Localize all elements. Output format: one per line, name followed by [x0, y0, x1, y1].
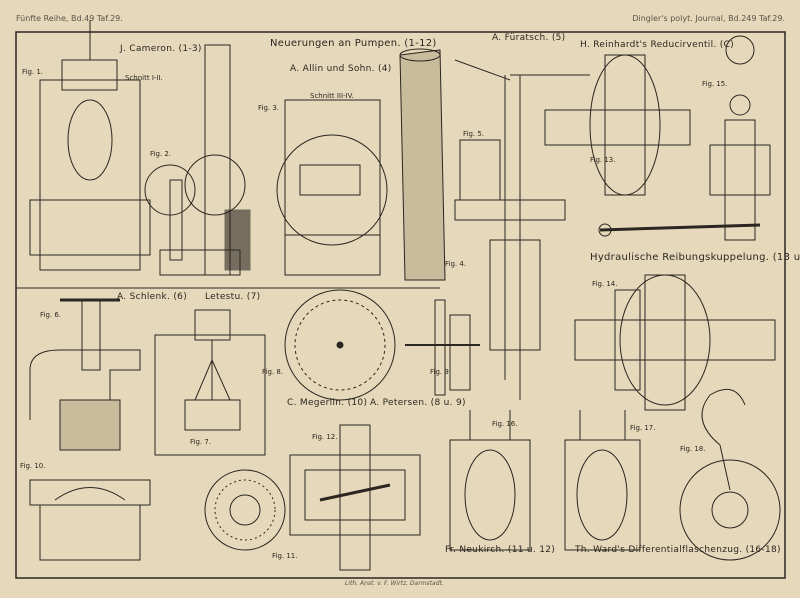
fig8-drawing [284, 289, 396, 401]
fig-label-18: Fig. 18. [680, 445, 706, 453]
title-petersen: A. Petersen. (8 u. 9) [370, 398, 466, 408]
label-schnitt-1: Schnitt I-II. [125, 74, 163, 82]
label-schnitt-3: Schnitt III-IV. [310, 92, 354, 100]
fig12-drawing [289, 424, 421, 571]
fig4-drawing [399, 48, 446, 281]
fig-label-8: Fig. 8. [262, 368, 284, 376]
title-reinhardt: H. Reinhardt's Reducirventil. (C) [580, 40, 734, 50]
fig-label-12: Fig. 12. [312, 433, 338, 441]
fig17-drawing [564, 410, 641, 551]
fig-label-17: Fig. 17. [630, 424, 656, 432]
fig-label-11: Fig. 11. [272, 552, 298, 560]
fig10-drawing [29, 479, 151, 561]
fig15-drawing [709, 35, 771, 241]
fig6-drawing [29, 298, 141, 451]
fig18-drawing [679, 388, 781, 561]
fig-label-3: Fig. 3. [258, 104, 280, 112]
title-letestu: Letestu. (7) [205, 292, 261, 302]
plate-border [15, 31, 786, 579]
fig5-drawing [454, 59, 590, 400]
title-schlenk: A. Schlenk. (6) [117, 292, 188, 302]
fig-label-5: Fig. 5. [463, 130, 485, 138]
fig-label-2: Fig. 2. [150, 150, 172, 158]
fig-label-9: Fig. 9. [430, 368, 452, 376]
title-kuppelung: Hydraulische Reibungskuppelung. (13 u. 1… [590, 252, 800, 263]
title-ward: Th. Ward's Differentialflaschenzug. (16-… [575, 545, 781, 555]
fig-label-14: Fig. 14. [592, 280, 618, 288]
fig-label-1: Fig. 1. [22, 68, 44, 76]
fig-label-16: Fig. 16. [492, 420, 518, 428]
header-left: Fünfte Reihe, Bd.49 Taf.29. [16, 14, 123, 23]
fig9-drawing [405, 299, 480, 396]
fig2-drawing [159, 44, 251, 276]
fig11-drawing [204, 469, 286, 551]
fig7-drawing [154, 309, 266, 456]
title-neukirch: Fr. Neukirch. (11 u. 12) [445, 545, 556, 555]
fig1-drawing [29, 20, 196, 271]
title-allin: A. Allin und Sohn. (4) [290, 64, 392, 74]
fig16-drawing [449, 410, 531, 551]
fig3-drawing [276, 99, 388, 276]
fig-label-10: Fig. 10. [20, 462, 46, 470]
title-cameron: J. Cameron. (1-3) [120, 44, 202, 54]
title-furatsch: A. Füratsch. (5) [492, 33, 566, 43]
header-right: Dingler's polyt. Journal, Bd.249 Taf.29. [632, 14, 785, 23]
fig-label-4: Fig. 4. [445, 260, 467, 268]
fig-label-7: Fig. 7. [190, 438, 212, 446]
title-main: Neuerungen an Pumpen. (1-12) [270, 38, 437, 49]
fig-label-15: Fig. 15. [702, 80, 728, 88]
fig-label-6: Fig. 6. [40, 311, 62, 319]
fig13-drawing [544, 54, 761, 237]
title-megerlin: C. Megerlin. (10) [287, 398, 368, 408]
fig-label-13: Fig. 13. [590, 156, 616, 164]
fig14-drawing [574, 274, 776, 411]
footer-lithographer: Lith. Anst. v. F. Wirtz, Darmstadt. [345, 580, 444, 587]
